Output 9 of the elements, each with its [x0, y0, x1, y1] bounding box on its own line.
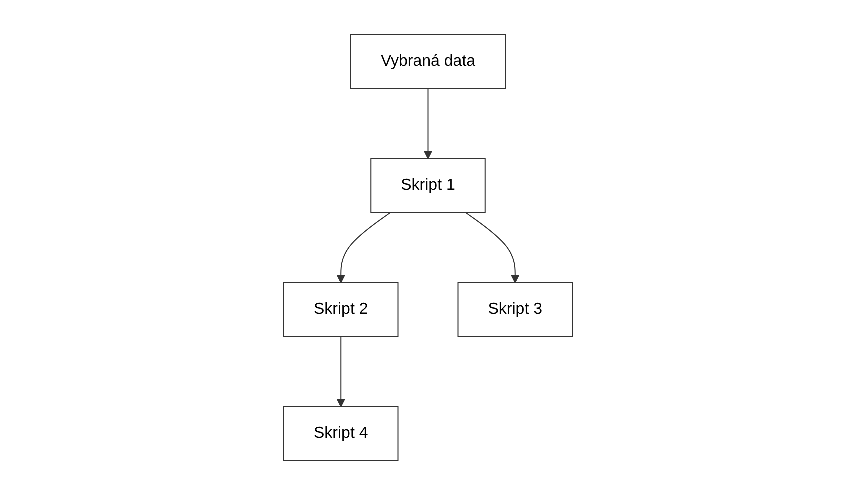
node-box: Skript 2 [284, 282, 399, 337]
arrow [424, 88, 433, 159]
arrow [466, 212, 520, 283]
arrow [336, 212, 392, 283]
node-box: Skript 1 [370, 158, 486, 213]
node-box: Vybraná data [350, 34, 506, 89]
arrow [336, 336, 346, 407]
node-box: Skript 3 [458, 282, 574, 337]
node-box: Skript 4 [284, 406, 399, 461]
